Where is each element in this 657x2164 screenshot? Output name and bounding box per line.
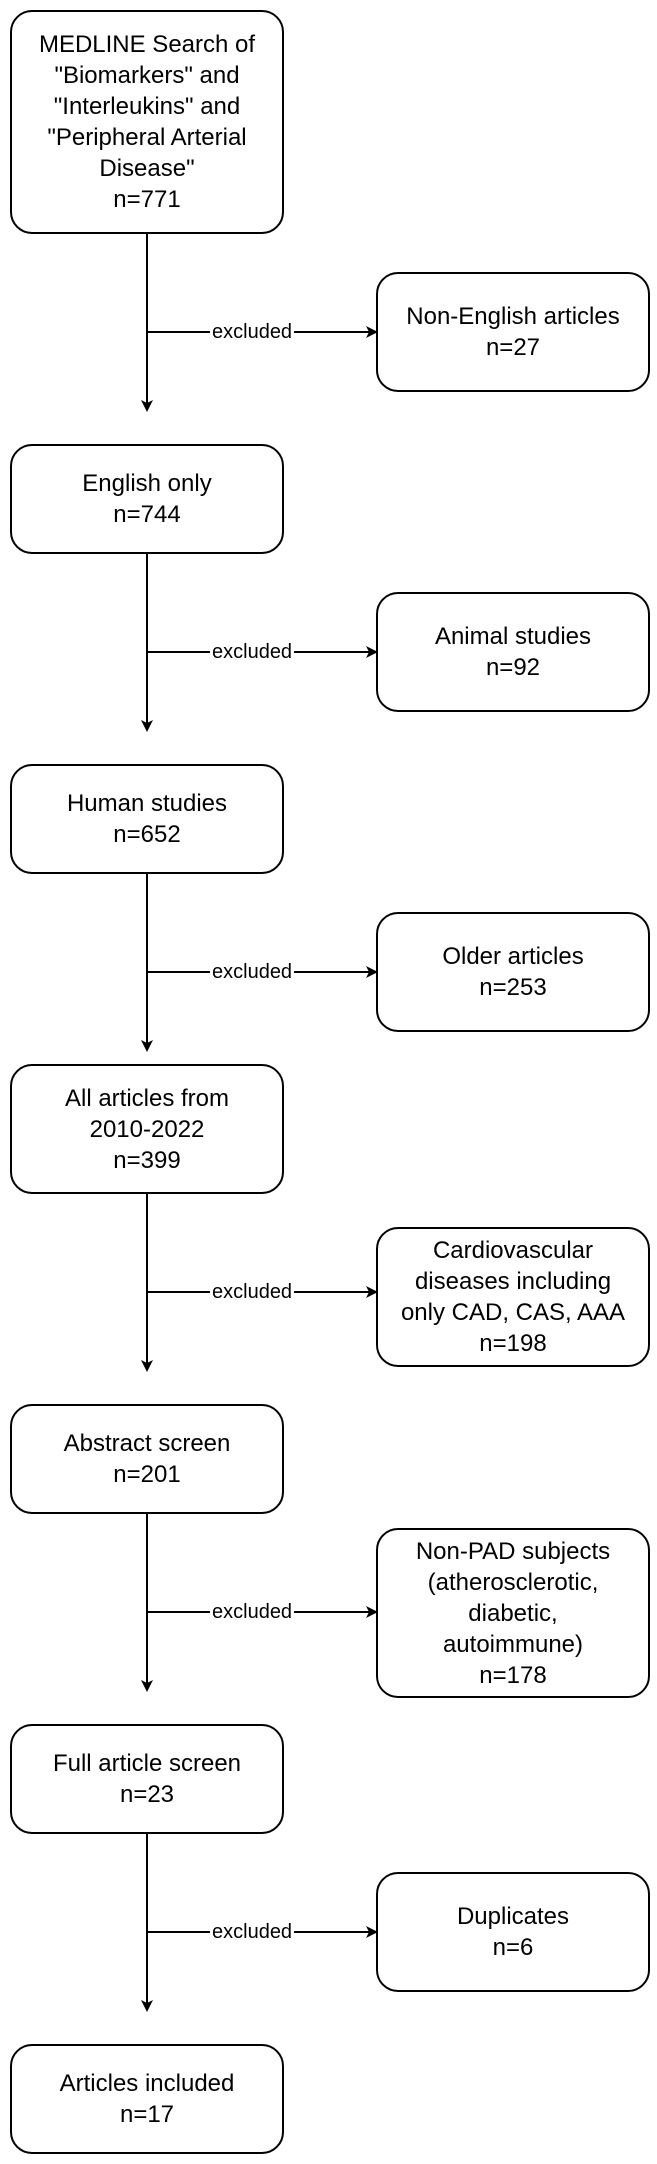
- step-node-date-range: All articles from 2010-2022 n=399: [10, 1064, 284, 1194]
- step-node-english-only: English only n=744: [10, 444, 284, 554]
- step-node-text: Human studies n=652: [66, 790, 228, 848]
- step-node-full-article-screen: Full article screen n=23: [10, 1724, 284, 1834]
- exclusion-node-text: Cardiovascular diseases including only C…: [400, 1237, 626, 1357]
- exclusion-node-text: Duplicates n=6: [456, 1903, 570, 1961]
- excluded-label: excluded: [210, 960, 295, 984]
- step-node-text: Abstract screen n=201: [63, 1430, 231, 1488]
- step-node-text: Full article screen n=23: [52, 1750, 242, 1808]
- excluded-label: excluded: [210, 1280, 295, 1304]
- step-node-human-studies: Human studies n=652: [10, 764, 284, 874]
- step-node-text: English only n=744: [82, 470, 212, 528]
- exclusion-node-non-pad: Non-PAD subjects (atherosclerotic, diabe…: [376, 1528, 650, 1698]
- excluded-label: excluded: [210, 320, 295, 344]
- excluded-label: excluded: [210, 1920, 295, 1944]
- step-node-search: MEDLINE Search of "Biomarkers" and "Inte…: [10, 10, 284, 234]
- exclusion-node-cardiovascular: Cardiovascular diseases including only C…: [376, 1227, 650, 1367]
- exclusion-node-non-english: Non-English articles n=27: [376, 272, 650, 392]
- exclusion-node-older-articles: Older articles n=253: [376, 912, 650, 1032]
- step-node-text: All articles from 2010-2022 n=399: [64, 1084, 230, 1174]
- exclusion-node-text: Non-English articles n=27: [406, 303, 620, 361]
- exclusion-node-text: Non-PAD subjects (atherosclerotic, diabe…: [415, 1537, 611, 1689]
- step-node-text: MEDLINE Search of "Biomarkers" and "Inte…: [38, 31, 256, 213]
- exclusion-node-text: Older articles n=253: [442, 943, 584, 1001]
- step-node-articles-included: Articles included n=17: [10, 2044, 284, 2154]
- step-node-abstract-screen: Abstract screen n=201: [10, 1404, 284, 1514]
- excluded-label: excluded: [210, 1600, 295, 1624]
- exclusion-node-duplicates: Duplicates n=6: [376, 1872, 650, 1992]
- excluded-label: excluded: [210, 640, 295, 664]
- exclusion-node-animal-studies: Animal studies n=92: [376, 592, 650, 712]
- step-node-text: Articles included n=17: [59, 2070, 235, 2128]
- exclusion-node-text: Animal studies n=92: [434, 623, 592, 681]
